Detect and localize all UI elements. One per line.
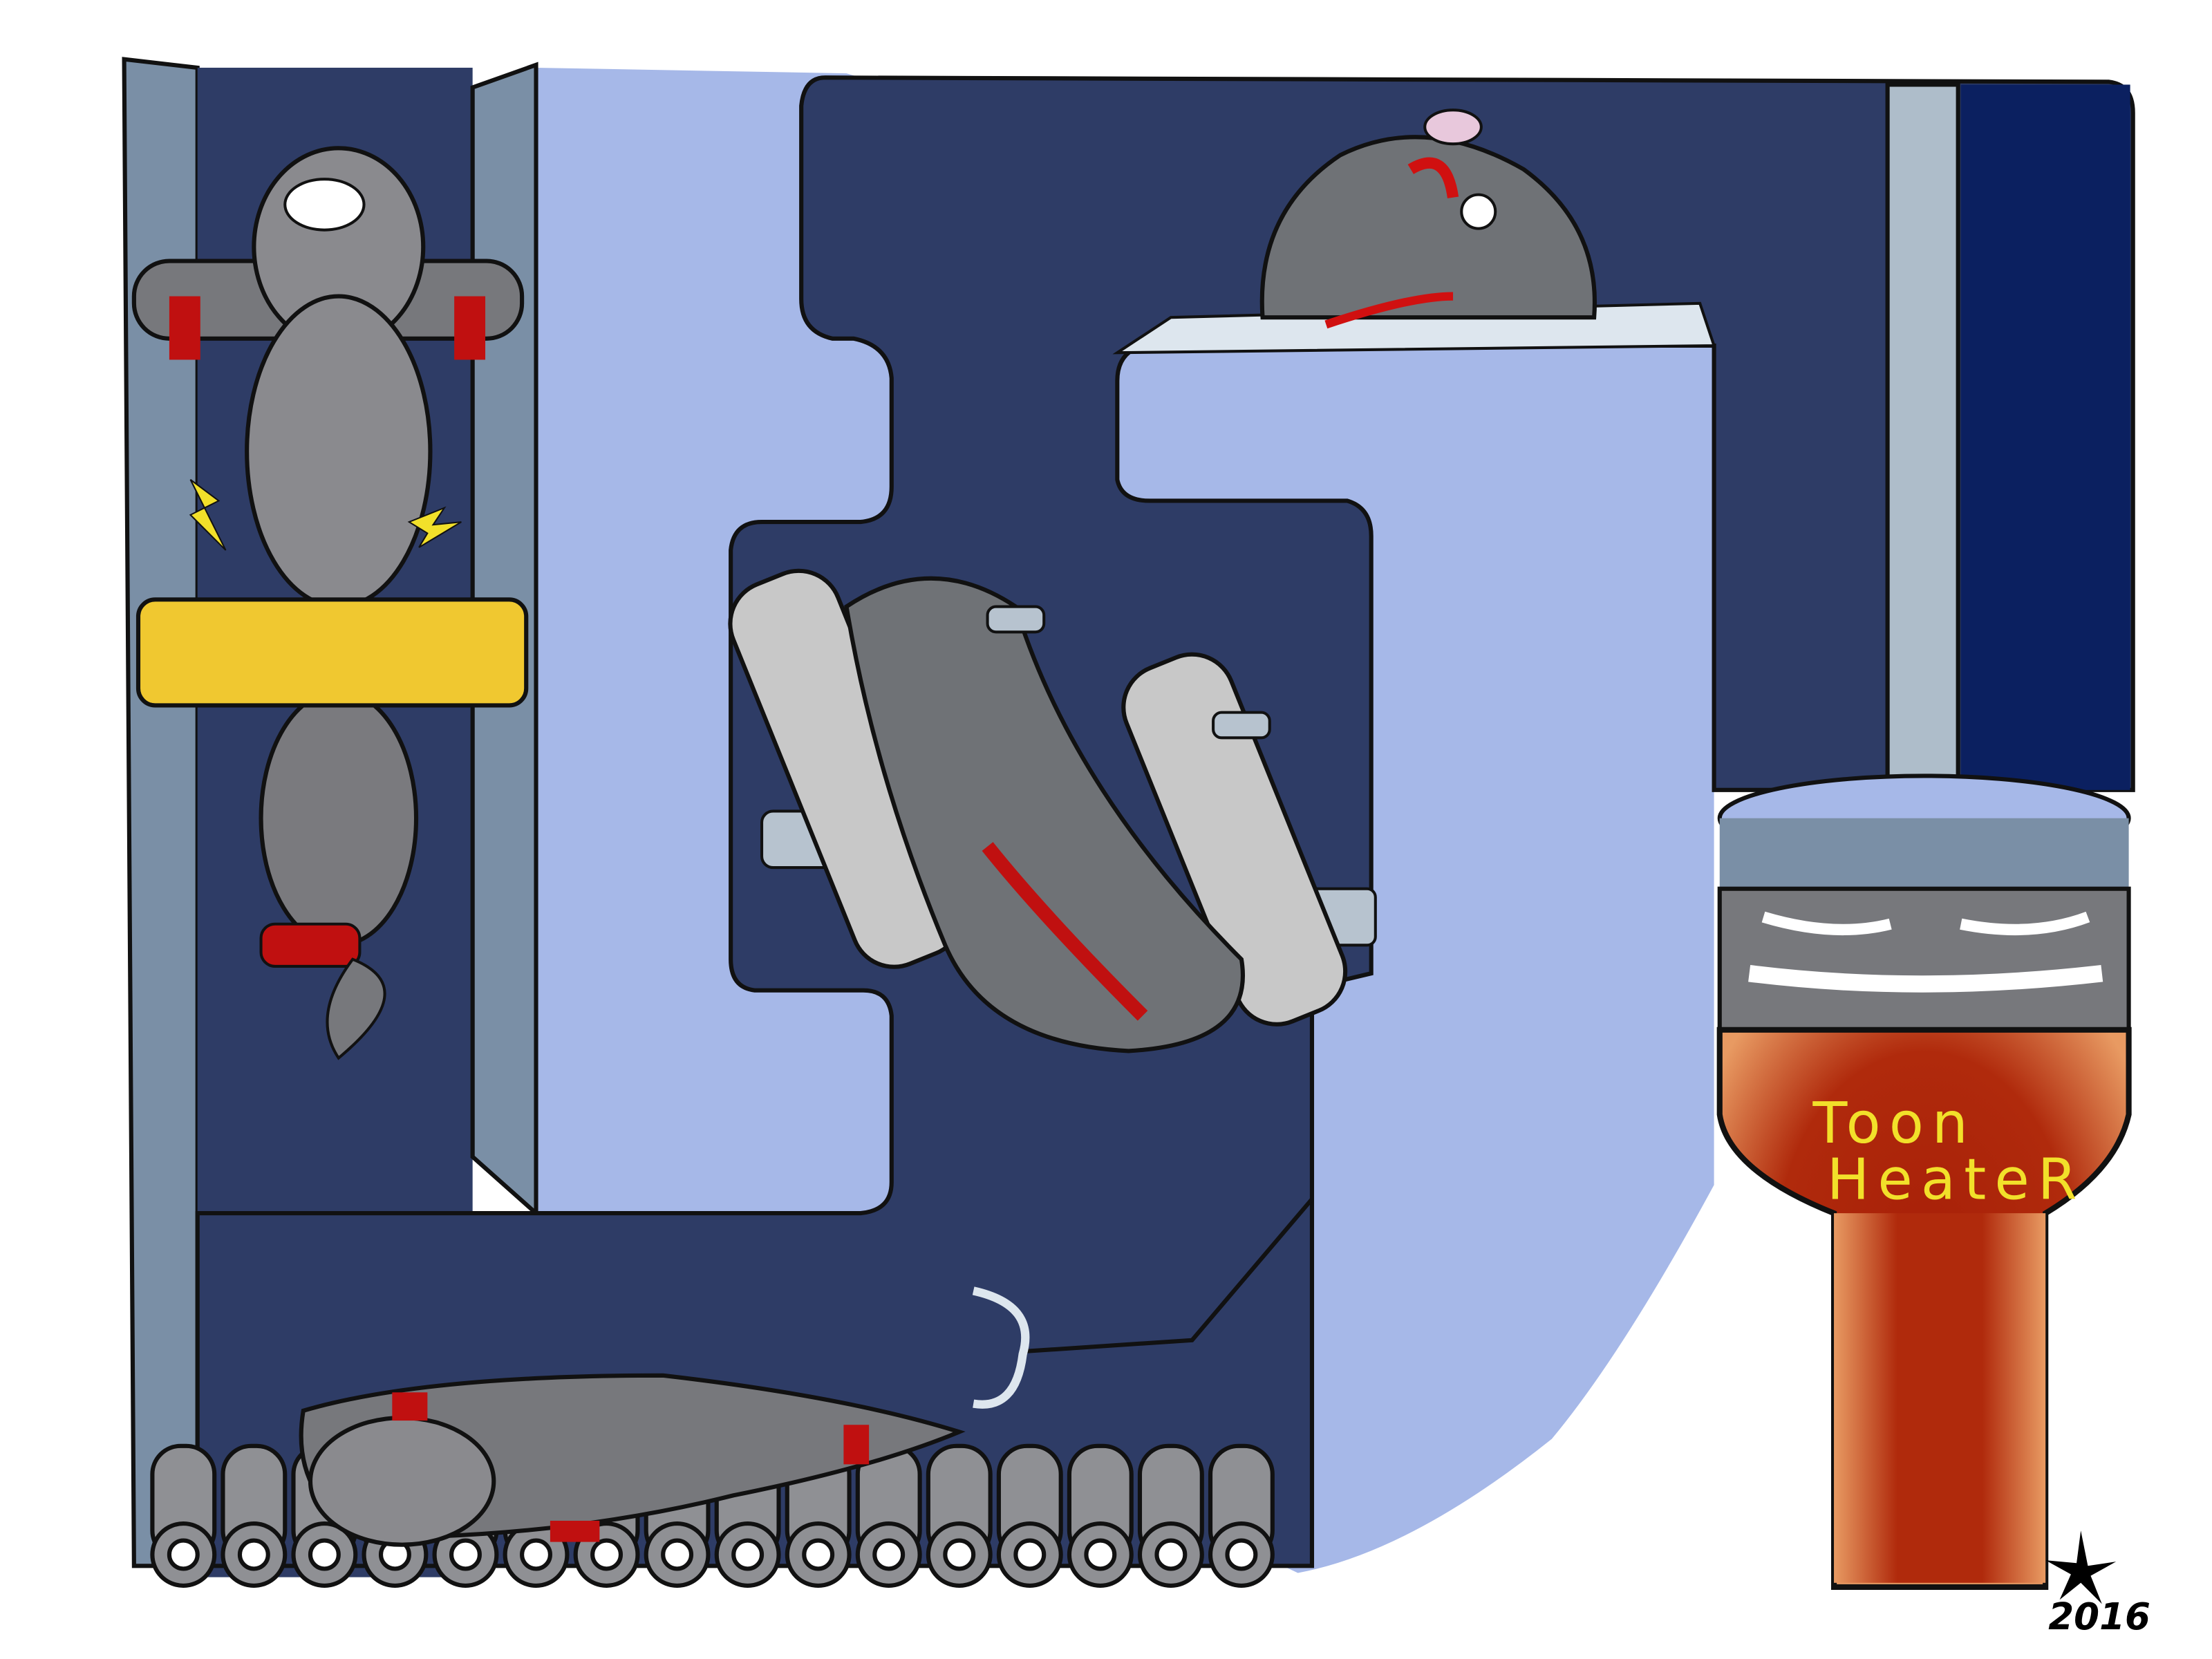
- toon-heater: Toon HeateR: [1716, 1027, 2132, 1590]
- conveyor-roller: [855, 1443, 922, 1588]
- artist-signature: 2016: [2045, 1530, 2150, 1638]
- conveyor-roller: [1208, 1443, 1275, 1588]
- conveyor-roller: [221, 1443, 288, 1588]
- heater-label-line2: HeateR: [1827, 1147, 2086, 1213]
- conveyor-roller: [150, 1443, 217, 1588]
- yellow-bar: [135, 597, 529, 708]
- piston-press: [1717, 82, 2131, 1032]
- claw-arm: [972, 1197, 1314, 1409]
- conveyor-roller: [926, 1443, 993, 1588]
- heater-label-line1: Toon: [1812, 1091, 1976, 1156]
- lying-otter: [299, 1373, 966, 1547]
- conveyor-roller: [1067, 1443, 1134, 1588]
- blob-otter: [1259, 109, 1597, 329]
- signature-year: 2016: [2048, 1595, 2150, 1638]
- conveyor-roller: [996, 1443, 1063, 1588]
- stretched-otter: [131, 146, 525, 1060]
- pedal-machine: [728, 568, 1377, 1053]
- conveyor-roller: [1137, 1443, 1204, 1588]
